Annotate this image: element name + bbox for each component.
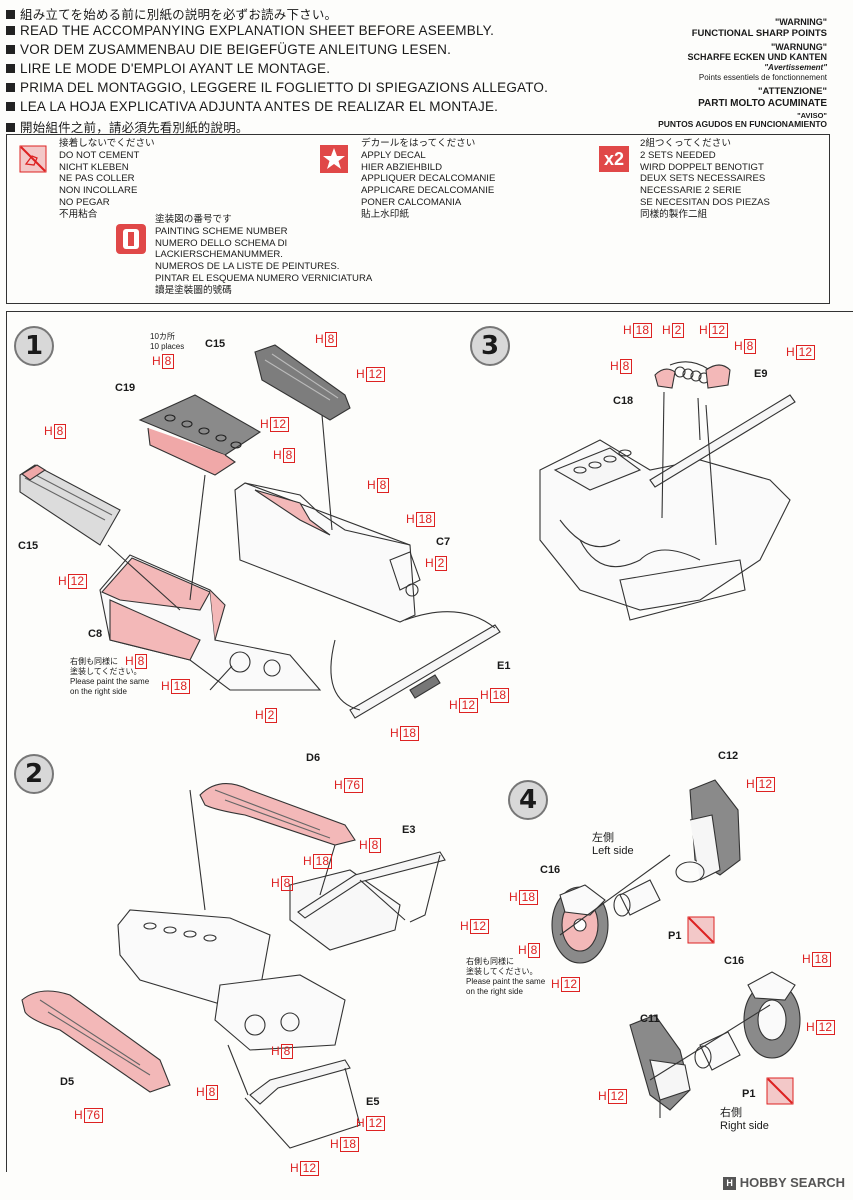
warning-title-it: "ATTENZIONE"	[758, 86, 827, 97]
part-c16-right: C16	[724, 955, 745, 967]
warning-title-es: "AVISO"	[797, 111, 827, 120]
warning-text-fr: Points essentiels de fonctionnement	[698, 73, 827, 82]
warning-title-fr: "Avertissement"	[764, 63, 827, 72]
no-cement-icon-p1-left	[687, 916, 715, 944]
part-c15-top: C15	[205, 338, 226, 350]
step-number-3: 3	[470, 326, 510, 366]
part-e3: E3	[402, 824, 416, 836]
assembly-steps-area	[6, 311, 853, 1172]
part-p1-left: P1	[668, 930, 682, 942]
no-cement-icon	[19, 145, 47, 173]
part-c18: C18	[613, 395, 634, 407]
instruction-line-it: PRIMA DEL MONTAGGIO, LEGGERE IL FOGLIETT…	[6, 80, 548, 95]
logo-icon: H	[723, 1177, 737, 1190]
part-e5: E5	[366, 1096, 380, 1108]
part-c8: C8	[88, 628, 103, 640]
warning-text-it: PARTI MOLTO ACUMINATE	[698, 98, 827, 109]
warning-text-es: PUNTOS AGUDOS EN FUNCIONAMIENTO	[658, 119, 827, 129]
warning-title-en: "WARNING"	[774, 17, 827, 27]
part-e9: E9	[754, 368, 768, 380]
part-c7: C7	[436, 536, 451, 548]
step-number-1: 1	[14, 326, 54, 366]
part-c11: C11	[640, 1013, 660, 1025]
step-number-2: 2	[14, 754, 54, 794]
instruction-line-fr: LIRE LE MODE D'EMPLOI AYANT LE MONTAGE.	[6, 61, 330, 76]
part-c19: C19	[115, 382, 136, 394]
warning-text-en: FUNCTIONAL SHARP POINTS	[691, 28, 827, 39]
part-c15-left: C15	[18, 540, 39, 552]
instruction-line-es: LEA LA HOJA EXPLICATIVA ADJUNTA ANTES DE…	[6, 99, 498, 114]
hobby-search-logo: H HOBBY SEARCH	[723, 1175, 845, 1190]
part-d6: D6	[306, 752, 321, 764]
no-cement-icon-p1-right	[766, 1077, 794, 1105]
part-c16-left: C16	[540, 864, 561, 876]
instruction-line-zh: 開始組件之前，請必須先看別紙的說明。	[6, 117, 249, 136]
part-d5: D5	[60, 1076, 75, 1088]
two-sets-icon: x2	[599, 146, 629, 172]
decal-star-icon	[320, 145, 348, 173]
part-e1: E1	[497, 660, 511, 672]
warning-text-de: SCHARFE ECKEN UND KANTEN	[687, 52, 827, 62]
warning-title-de: "WARNUNG"	[770, 42, 827, 52]
instruction-line-de: VOR DEM ZUSAMMENBAU DIE BEIGEFÜGTE ANLEI…	[6, 42, 451, 57]
instruction-line-en: READ THE ACCOMPANYING EXPLANATION SHEET …	[6, 23, 494, 38]
painting-scheme-icon	[116, 224, 146, 254]
part-p1-right: P1	[742, 1088, 756, 1100]
instruction-line-jp: 組み立てを始める前に別紙の説明を必ずお読み下さい。	[6, 4, 337, 23]
step-number-4: 4	[508, 780, 548, 820]
part-c12: C12	[718, 750, 739, 762]
